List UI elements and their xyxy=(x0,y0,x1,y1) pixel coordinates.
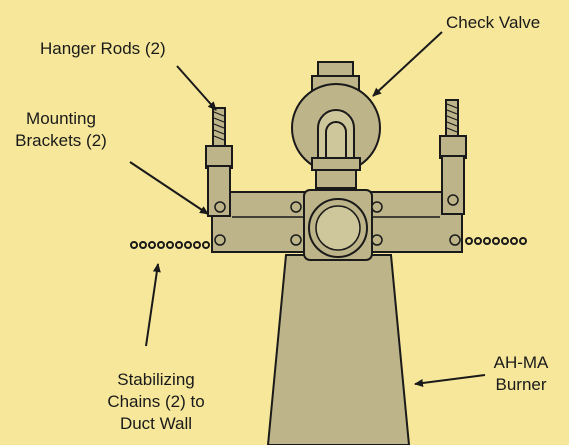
hanger-rods-label: Hanger Rods (2) xyxy=(40,38,166,60)
stabilizing-chains-line-2: Chains (2) to xyxy=(107,392,205,411)
left-hanger xyxy=(205,107,233,217)
check-valve-text: Check Valve xyxy=(446,13,541,32)
center-coupling xyxy=(303,189,373,261)
check-valve xyxy=(291,61,381,189)
mounting-brackets-label: Mounting Brackets (2) xyxy=(6,108,116,152)
burner-label: AH-MA Burner xyxy=(481,352,561,396)
stabilizing-chains-line-3: Duct Wall xyxy=(119,414,193,433)
mounting-brackets-line-2: Brackets (2) xyxy=(15,131,107,150)
burner-line-1: AH-MA xyxy=(493,353,549,372)
stabilizing-chains-label: Stabilizing Chains (2) to Duct Wall xyxy=(86,369,226,435)
check-valve-arrow xyxy=(372,31,443,97)
hanger-rods-arrow xyxy=(176,65,217,111)
stabilizing-chains-arrow xyxy=(145,263,161,347)
stabilizing-chains-line-1: Stabilizing xyxy=(117,370,195,389)
hanger-rods-text: Hanger Rods (2) xyxy=(40,39,166,58)
bolt-heads xyxy=(214,194,461,246)
right-chain xyxy=(465,237,527,245)
check-valve-label: Check Valve xyxy=(446,12,540,34)
burner-line-2: Burner xyxy=(495,375,547,394)
left-chain xyxy=(130,241,210,249)
mounting-brackets-arrow xyxy=(129,161,209,215)
burner-body xyxy=(266,254,411,445)
mounting-brackets-line-1: Mounting xyxy=(26,109,96,128)
burner-arrow xyxy=(414,374,486,387)
